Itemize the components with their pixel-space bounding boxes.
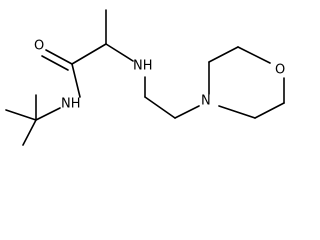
bond-tbu-methyl-left [5,109,37,121]
bond-ring-c-bottom-to-n [218,105,256,119]
bond-ch2-to-ch2 [144,96,176,119]
bonds [5,9,285,146]
amine-nh-label: NH [133,59,153,74]
bond-ring-c-top-to-c [208,46,239,63]
bond-ch2-to-morpholine-n [174,105,200,119]
morpholine-oxygen-label: O [275,63,285,78]
amide-nh-label: NH [61,97,81,112]
bond-nh-to-carbonyl-c [71,63,81,98]
molecule-structure: O NH NH N O [5,9,285,146]
bond-carbonyl-to-alpha [71,43,107,65]
bond-tbu-methyl-bottom [22,119,37,146]
bond-carbonyl-double-2 [41,55,69,71]
bond-ring-c-to-c-bottom [254,102,285,119]
bond-tbu-to-nh [35,107,61,121]
atom-labels: O NH NH N O [34,39,285,112]
bond-alpha-to-amine [105,43,134,62]
bond-ring-c-to-o [237,46,271,64]
bond-carbonyl-double-1 [45,49,73,65]
carbonyl-oxygen-label: O [34,39,44,54]
morpholine-nitrogen-label: N [201,94,211,109]
